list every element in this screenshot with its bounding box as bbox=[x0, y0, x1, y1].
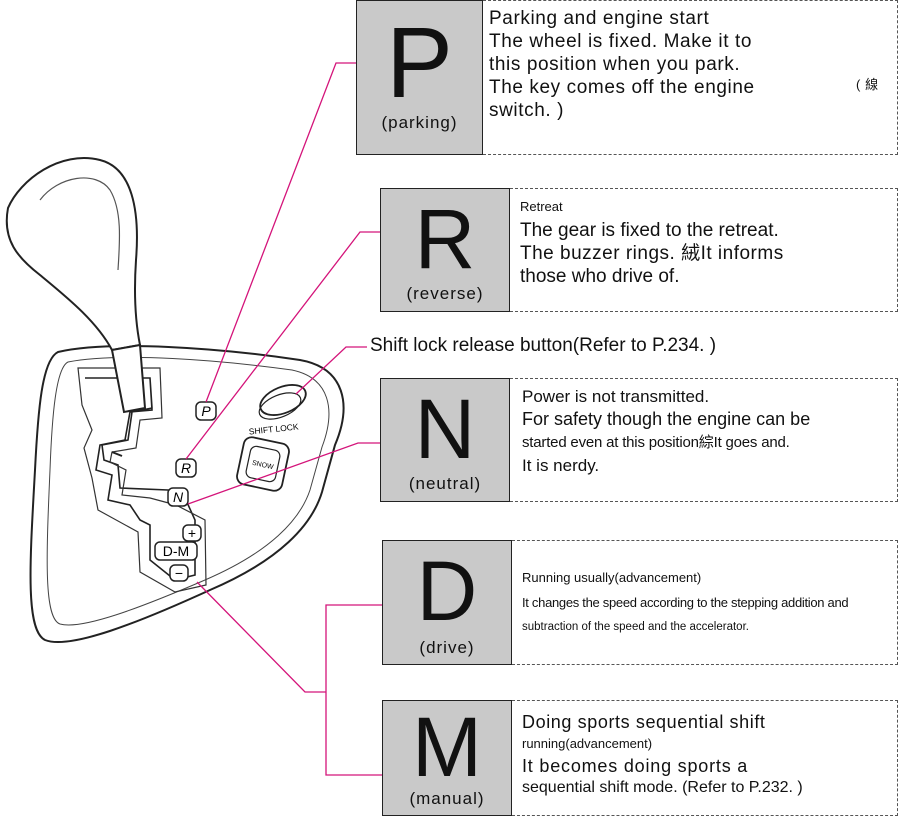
position-d-letter: D bbox=[416, 544, 478, 638]
position-d-line-1: Running usually(advancement) bbox=[522, 570, 702, 585]
position-m-description: Doing sports sequential shift running(ad… bbox=[512, 700, 898, 816]
leader-lines bbox=[185, 62, 382, 776]
position-p-line-5: switch. ) bbox=[489, 100, 565, 121]
position-n-line-1: Power is not transmitted. bbox=[522, 387, 710, 406]
leader-line-dm bbox=[325, 604, 382, 776]
console-inner-bevel bbox=[46, 356, 330, 626]
position-n-box: N (neutral) bbox=[380, 378, 510, 502]
snow-button[interactable] bbox=[236, 436, 291, 493]
gate-plus-box bbox=[182, 524, 202, 542]
position-r-line-1: Retreat bbox=[520, 199, 563, 214]
position-p-line-2: The wheel is fixed. Make it to bbox=[489, 31, 752, 52]
position-n-name: (neutral) bbox=[408, 474, 482, 493]
shift-stick bbox=[110, 343, 147, 414]
gate-label-p: P bbox=[201, 403, 211, 419]
gear-gate bbox=[85, 377, 196, 581]
leader-line-r bbox=[185, 231, 380, 460]
shift-lock-button[interactable] bbox=[255, 379, 310, 424]
position-r-line-3: The buzzer rings. 絨It informs bbox=[520, 243, 784, 264]
position-m-box: M (manual) bbox=[382, 700, 512, 816]
position-r-box: R (reverse) bbox=[380, 188, 510, 312]
position-p-name: (parking) bbox=[381, 113, 458, 132]
gate-dm-box bbox=[154, 541, 198, 561]
position-p-line-3: this position when you park. bbox=[489, 54, 741, 75]
position-m-line-3: It becomes doing sports a bbox=[522, 756, 749, 776]
gate-label-dm: D-M bbox=[163, 543, 189, 559]
shift-knob bbox=[5, 157, 142, 352]
position-d-line-3: subtraction of the speed and the acceler… bbox=[522, 621, 749, 633]
position-r-letter: R bbox=[414, 192, 476, 286]
position-d-box: D (drive) bbox=[382, 540, 512, 665]
gate-label-minus: − bbox=[175, 565, 183, 581]
gate-label-plus: + bbox=[188, 525, 196, 541]
position-r-line-4: those who drive of. bbox=[520, 266, 680, 287]
position-n-letter: N bbox=[414, 382, 476, 476]
gate-minus-box bbox=[169, 564, 189, 582]
position-n-description: Power is not transmitted. For safety tho… bbox=[510, 378, 898, 502]
position-n-line-4: It is nerdy. bbox=[522, 456, 600, 475]
position-p-line-4: The key comes off the engine bbox=[489, 77, 755, 98]
gate-n-box bbox=[167, 487, 189, 507]
position-p-side-note: ( 線 bbox=[856, 77, 879, 92]
position-p-box: P (parking) bbox=[356, 0, 483, 155]
position-m-name: (manual) bbox=[409, 789, 485, 808]
position-d-name: (drive) bbox=[419, 638, 475, 657]
gate-small-mark bbox=[111, 451, 123, 457]
shift-knob-highlight bbox=[39, 177, 121, 271]
position-r-description: Retreat The gear is fixed to the retreat… bbox=[510, 188, 898, 312]
position-r-line-2: The gear is fixed to the retreat. bbox=[520, 220, 779, 241]
position-n-line-3: started even at this position綜It goes an… bbox=[522, 434, 790, 451]
position-p-letter: P bbox=[386, 7, 453, 119]
snow-text: SNOW bbox=[251, 460, 274, 471]
position-r-name: (reverse) bbox=[406, 284, 484, 303]
gate-label-r: R bbox=[181, 460, 191, 476]
position-d-description: Running usually(advancement) It changes … bbox=[512, 540, 898, 665]
leader-line-shift-lock bbox=[295, 346, 367, 395]
leader-line-p bbox=[205, 62, 356, 403]
leader-line-n bbox=[187, 442, 380, 505]
position-m-letter: M bbox=[412, 700, 482, 794]
gear-gate-outer bbox=[77, 367, 207, 593]
position-m-line-1: Doing sports sequential shift bbox=[522, 712, 766, 732]
position-p-line-1: Parking and engine start bbox=[489, 8, 710, 29]
leader-line-dm-branch bbox=[196, 581, 326, 693]
shift-lock-label: Shift lock release button(Refer to P.234… bbox=[370, 335, 717, 356]
position-d-line-2: It changes the speed according to the st… bbox=[522, 595, 849, 610]
position-n-line-2: For safety though the engine can be bbox=[522, 409, 811, 429]
position-m-line-2: running(advancement) bbox=[522, 736, 653, 751]
position-m-line-4: sequential shift mode. (Refer to P.232. … bbox=[522, 779, 803, 796]
position-p-description: Parking and engine start The wheel is fi… bbox=[483, 0, 898, 155]
gate-label-n: N bbox=[173, 489, 184, 505]
